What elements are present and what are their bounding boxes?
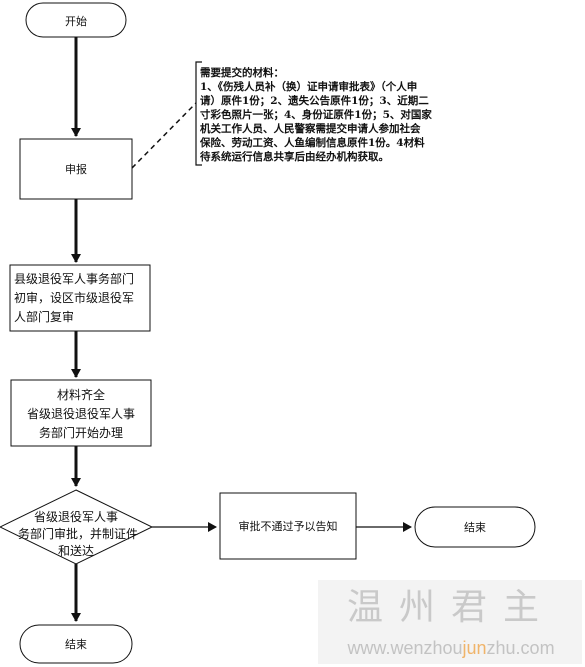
watermark-text: 温州君主 <box>346 587 555 628</box>
note-connector <box>131 102 197 169</box>
reject-label: 审批不通过予以告知 <box>239 519 338 533</box>
start-node: 开始 <box>25 2 127 38</box>
watermark-url-post: zhu.com <box>486 638 555 658</box>
note-line-3: 请）原件1份；2、遗失公告原件1份；3、近期二 <box>200 94 429 107</box>
declare-label: 申报 <box>65 162 87 176</box>
review-line-2: 初审，设区市级退役军 <box>14 290 134 305</box>
end-bottom-label: 结束 <box>65 638 87 651</box>
end-right-label: 结束 <box>464 521 486 534</box>
declare-node: 申报 <box>19 138 133 200</box>
note-bracket <box>195 61 202 166</box>
note-line-6: 保险、劳动工资、人鱼编制信息原件1份。4材料 <box>199 136 425 149</box>
note-line-5: 机关工作人员、人民警察需提交申请人参加社会 <box>200 122 421 135</box>
note-line-4: 寸彩色照片一张；4、身份证原件1份；5、对国家 <box>200 108 432 121</box>
process-line-3: 务部门开始办理 <box>39 425 123 440</box>
process-line-1: 材料齐全 <box>57 387 105 402</box>
watermark-url: www.wenzhoujunzhu.com <box>322 635 580 661</box>
start-label: 开始 <box>65 14 87 28</box>
review-line-3: 人部门复审 <box>14 309 74 324</box>
watermark-url-pre: www.wenzhou <box>347 638 463 658</box>
decision-line-3: 和送达 <box>58 543 94 558</box>
watermark-background <box>318 580 582 664</box>
decision-line-1: 省级退役军人事 <box>34 509 118 524</box>
review-node: 县级退役军人事务部门 初审，设区市级退役军 人部门复审 <box>9 264 151 332</box>
process-line-2: 省级退役退役军人事 <box>27 406 135 421</box>
review-line-1: 县级退役军人事务部门 <box>14 271 134 286</box>
note-line-2: 1、《伤残人员补（换）证申请审批表》（个人申 <box>200 80 417 93</box>
reject-node: 审批不通过予以告知 <box>219 492 357 560</box>
decision-node: 省级退役军人事 务部门审批，并制证件 和送达 <box>0 489 154 565</box>
decision-line-2: 务部门审批，并制证件 <box>18 526 138 541</box>
materials-note: 需要提交的材料： 1、《伤残人员补（换）证申请审批表》（个人申 请）原件1份；2… <box>195 61 432 166</box>
process-node: 材料齐全 省级退役退役军人事 务部门开始办理 <box>10 379 152 447</box>
end-node-right: 结束 <box>414 506 536 548</box>
note-line-1: 需要提交的材料： <box>200 66 284 79</box>
watermark-url-highlight: jun <box>462 638 487 658</box>
end-node-bottom: 结束 <box>19 624 133 664</box>
note-line-7: 待系统运行信息共享后由经办机构获取。 <box>200 150 389 163</box>
